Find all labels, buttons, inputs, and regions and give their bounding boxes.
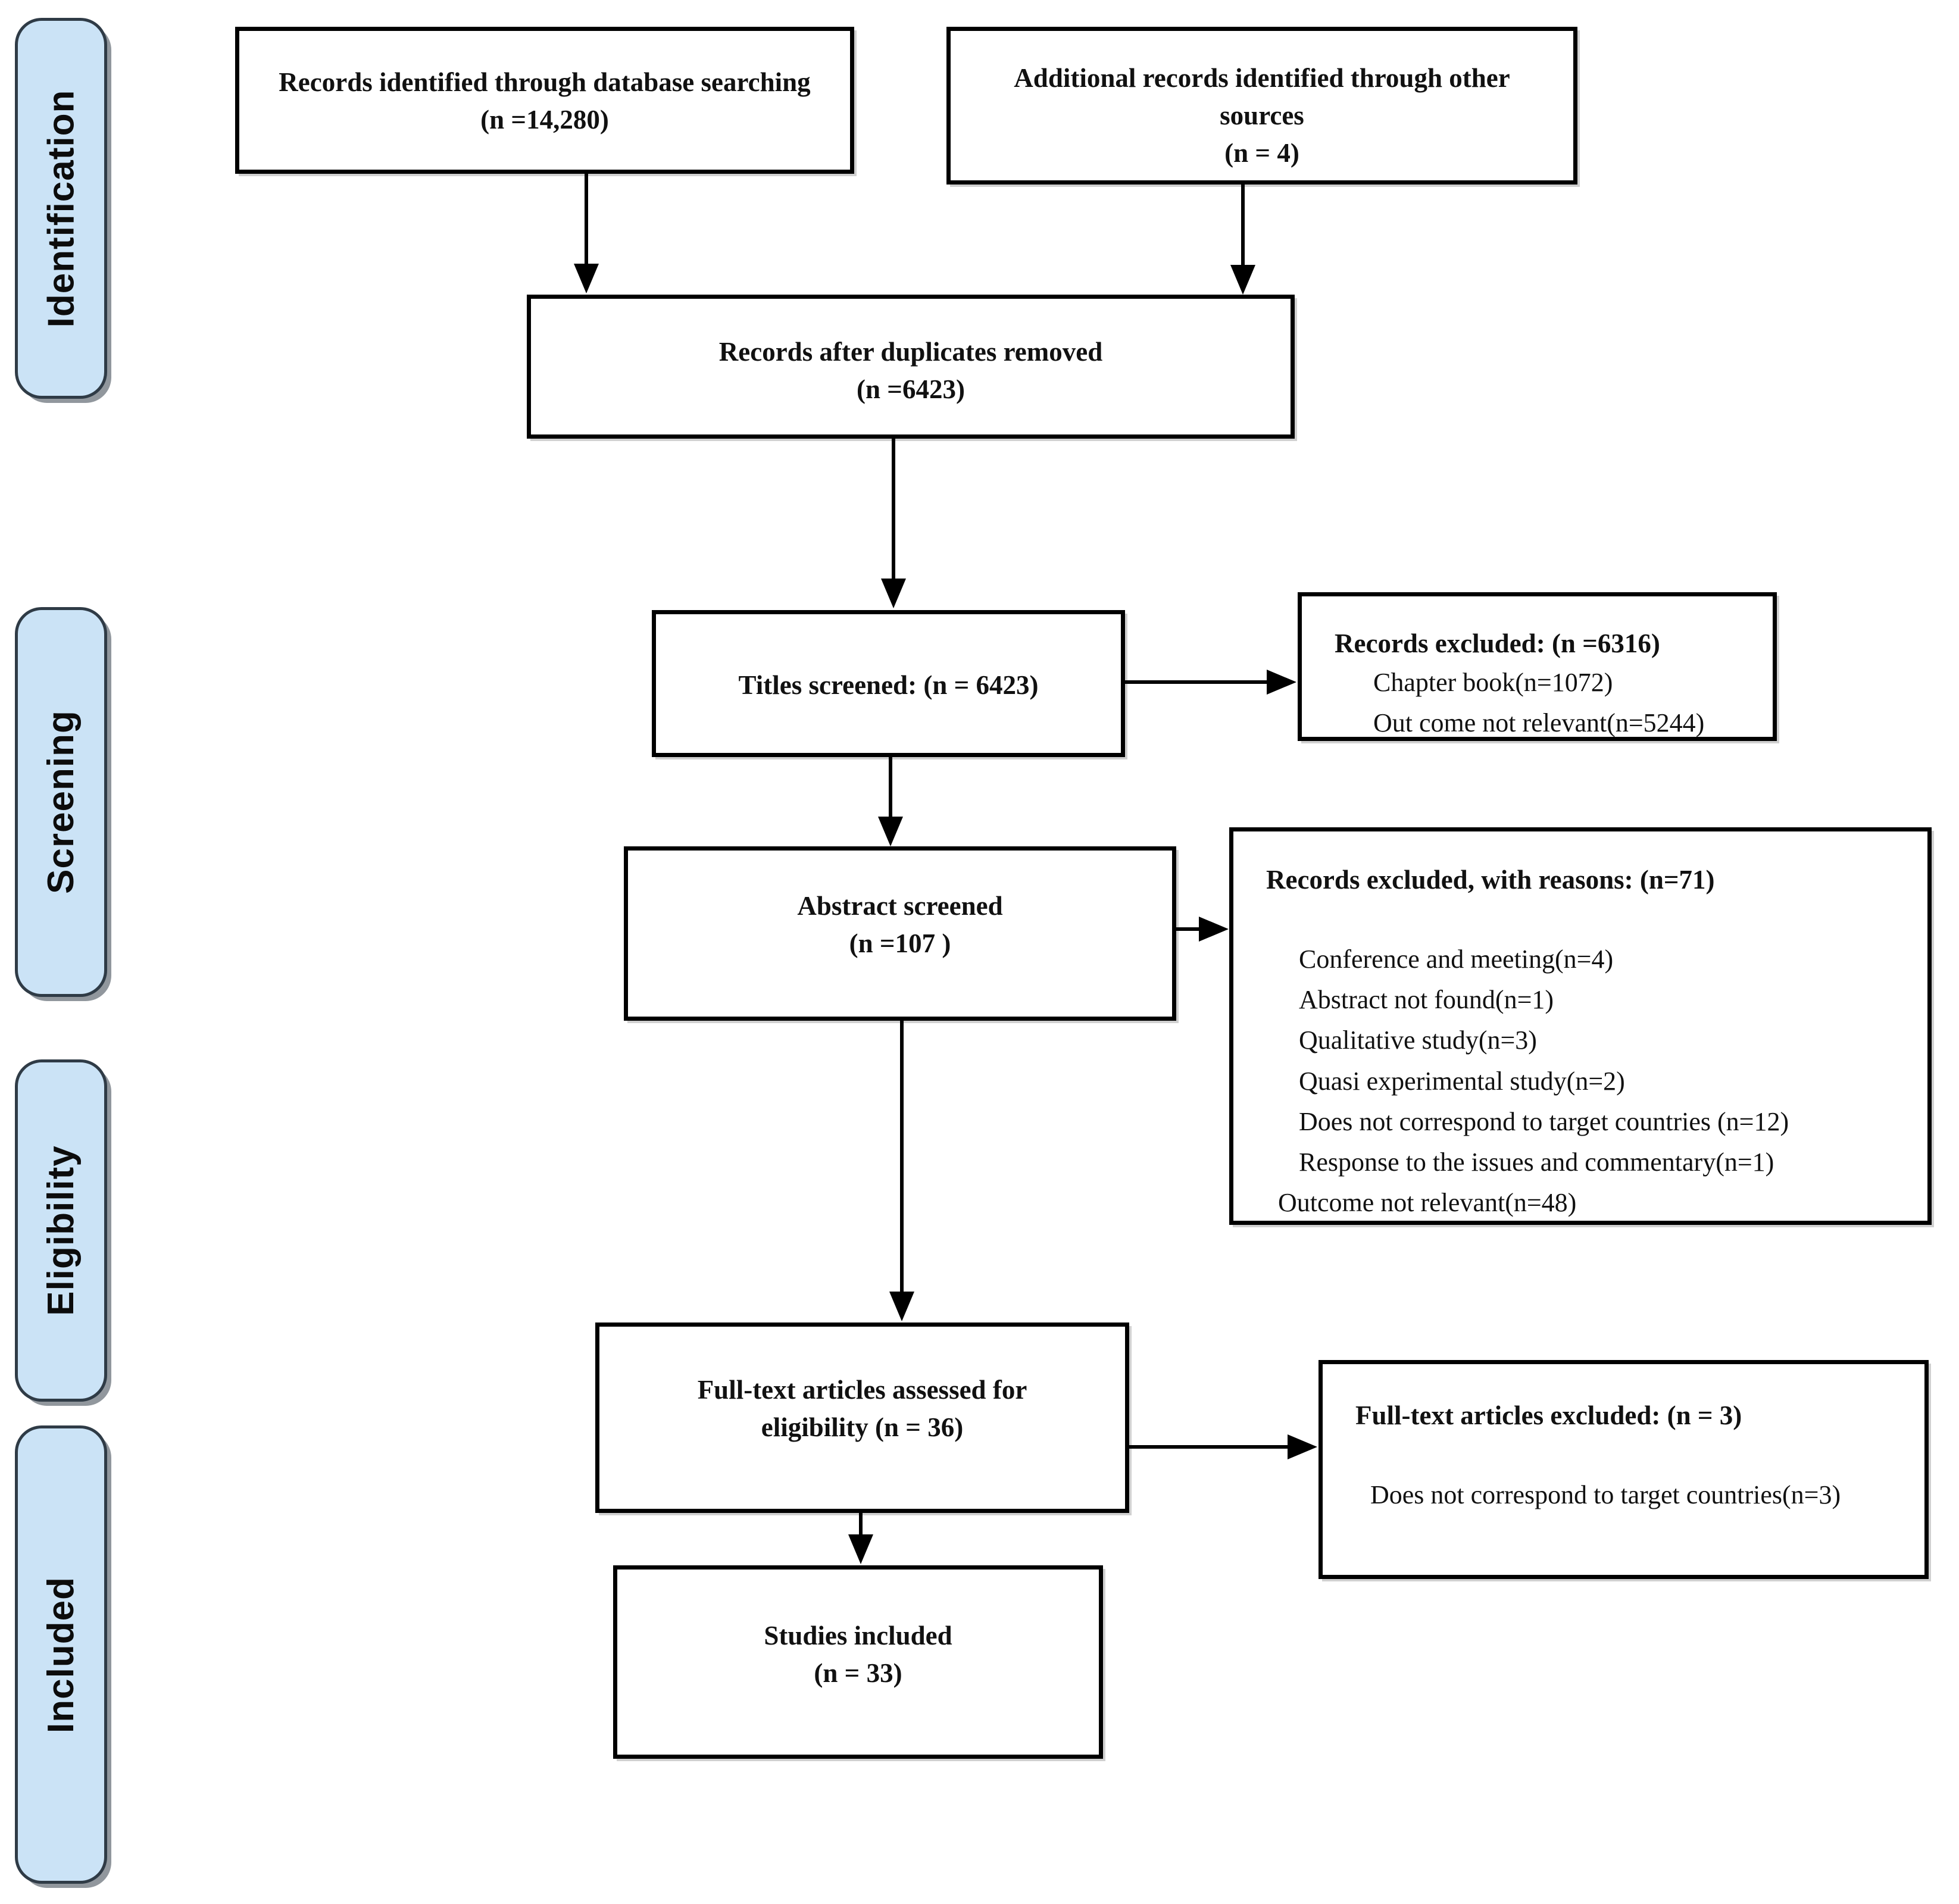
arrow-abstract-to-reasons-line	[1176, 927, 1200, 931]
box-additional-records: Additional records identified through ot…	[946, 27, 1577, 185]
stage-label-eligibility-text: Eligibility	[40, 1145, 82, 1316]
box-records-excluded-reasons-items: Conference and meeting(n=4) Abstract not…	[1266, 939, 1913, 1223]
box-fulltext-assessed: Full-text articles assessed for eligibil…	[595, 1323, 1129, 1513]
box-records-excluded-header: Records excluded: (n =6316)	[1335, 629, 1660, 658]
exclusion-reason: Conference and meeting(n=4)	[1299, 945, 1614, 974]
fulltext-exclusion-reason: Does not correspond to target countries(…	[1370, 1480, 1841, 1509]
box-records-excluded: Records excluded: (n =6316) Chapter book…	[1298, 592, 1777, 741]
box-records-excluded-reasons-header: Records excluded, with reasons: (n=71)	[1266, 865, 1715, 895]
box-studies-included: Studies included (n = 33)	[613, 1565, 1103, 1759]
arrow-other-to-duplicates-head	[1230, 265, 1255, 295]
arrow-database-to-duplicates-head	[574, 264, 599, 293]
stage-label-included: Included	[15, 1425, 107, 1884]
box-duplicates-removed: Records after duplicates removed (n =642…	[527, 295, 1295, 439]
excluded-title-reason: Out come not relevant(n=5244)	[1373, 708, 1705, 738]
exclusion-reason: Does not correspond to target countries …	[1299, 1106, 1789, 1136]
stage-label-identification-text: Identification	[40, 89, 82, 327]
arrow-abstract-to-reasons-head	[1199, 917, 1229, 942]
arrow-database-to-duplicates-line	[585, 174, 588, 264]
box-fulltext-assessed-line1: Full-text articles assessed for	[697, 1375, 1027, 1405]
exclusion-reason: Abstract not found(n=1)	[1299, 985, 1554, 1015]
box-fulltext-excluded: Full-text articles excluded: (n = 3) Doe…	[1319, 1360, 1929, 1579]
box-titles-screened-line1: Titles screened: (n = 6423)	[738, 670, 1039, 700]
box-duplicates-removed-line2: (n =6423)	[857, 374, 965, 404]
box-records-identified-line2: (n =14,280)	[480, 105, 609, 135]
stage-label-included-text: Included	[40, 1576, 82, 1733]
arrow-duplicates-to-titles-head	[881, 579, 906, 608]
stage-label-screening-text: Screening	[40, 710, 82, 894]
box-titles-screened: Titles screened: (n = 6423)	[652, 610, 1125, 757]
box-records-excluded-reasons: Records excluded, with reasons: (n=71) C…	[1229, 827, 1932, 1225]
arrow-titles-to-excluded-line	[1125, 680, 1267, 684]
stage-label-identification: Identification	[15, 18, 107, 399]
box-fulltext-assessed-line2: eligibility (n = 36)	[761, 1412, 964, 1442]
arrow-abstract-to-fulltext-head	[889, 1292, 914, 1321]
arrow-duplicates-to-titles-line	[892, 439, 895, 579]
arrow-other-to-duplicates-line	[1241, 185, 1245, 265]
box-additional-records-line3: (n = 4)	[1224, 138, 1299, 168]
box-abstract-screened-line2: (n =107 )	[849, 928, 951, 958]
exclusion-reason: Outcome not relevant(n=48)	[1278, 1188, 1577, 1218]
arrow-fulltext-to-excluded-head	[1288, 1434, 1317, 1459]
box-records-identified-line1: Records identified through database sear…	[279, 67, 811, 97]
box-duplicates-removed-line1: Records after duplicates removed	[718, 337, 1103, 367]
excluded-title-reason: Chapter book(n=1072)	[1373, 668, 1613, 697]
stage-label-screening: Screening	[15, 607, 107, 997]
stage-label-eligibility: Eligibility	[15, 1059, 107, 1402]
arrow-fulltext-to-included-head	[848, 1534, 873, 1564]
box-studies-included-line2: (n = 33)	[814, 1658, 902, 1688]
arrow-titles-to-excluded-head	[1267, 670, 1296, 695]
arrow-titles-to-abstract-head	[878, 817, 903, 846]
arrow-abstract-to-fulltext-line	[900, 1021, 904, 1292]
arrow-titles-to-abstract-line	[889, 757, 892, 817]
box-abstract-screened: Abstract screened (n =107 )	[624, 846, 1176, 1021]
exclusion-reason: Quasi experimental study(n=2)	[1299, 1066, 1625, 1096]
exclusion-reason: Response to the issues and commentary(n=…	[1299, 1147, 1774, 1177]
exclusion-reason: Qualitative study(n=3)	[1299, 1026, 1537, 1055]
box-additional-records-line1: Additional records identified through ot…	[1014, 63, 1510, 93]
box-fulltext-excluded-header: Full-text articles excluded: (n = 3)	[1355, 1400, 1742, 1430]
box-studies-included-line1: Studies included	[764, 1621, 952, 1650]
box-additional-records-line2: sources	[1220, 101, 1304, 130]
arrow-fulltext-to-included-line	[859, 1513, 863, 1536]
arrow-fulltext-to-excluded-line	[1129, 1445, 1288, 1449]
box-abstract-screened-line1: Abstract screened	[797, 891, 1003, 921]
box-records-excluded-items: Chapter book(n=1072) Out come not releva…	[1335, 662, 1755, 743]
box-records-identified: Records identified through database sear…	[235, 27, 854, 174]
